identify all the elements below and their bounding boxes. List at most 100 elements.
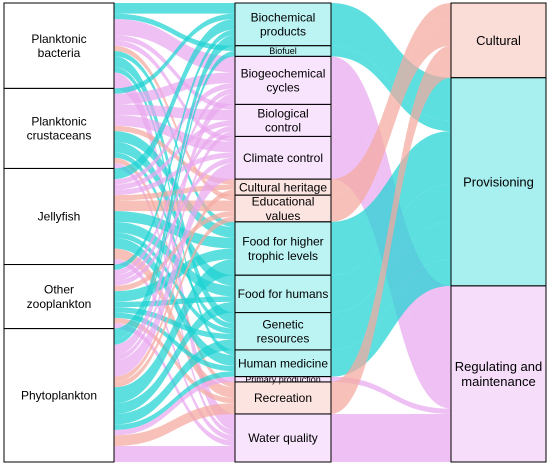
flow-crustaceans-biogeo: [114, 72, 235, 105]
node-provisioning: Provisioning: [450, 77, 547, 287]
node-foodhuman: Food for humans: [234, 274, 332, 314]
flow-bacteria-biofuel: [114, 13, 235, 52]
node-box-cultural: [450, 2, 547, 79]
flow-crustaceans-genetic: [114, 152, 235, 329]
flow-phyto-edu: [114, 216, 235, 388]
flow-jellyfish-climate: [114, 152, 235, 196]
node-box-recreation: [234, 381, 332, 415]
flow-foodhuman-provisioning: [331, 184, 451, 313]
flow-bacteria-edu: [114, 45, 235, 201]
flows-organism-to-service: [114, 3, 235, 462]
flow-crustaceans-biochem: [114, 13, 235, 94]
flow-recreation-cultural: [331, 45, 451, 414]
flow-other-edu: [114, 211, 235, 292]
flow-edu-cultural: [331, 19, 451, 222]
node-box-climate: [234, 135, 332, 180]
node-box-medicine: [234, 349, 332, 378]
flow-jellyfish-biogeo: [114, 83, 235, 185]
node-box-biocontrol: [234, 103, 332, 137]
flow-other-biocontrol: [114, 125, 235, 281]
node-box-water: [234, 413, 332, 463]
flow-crustaceans-foodhuman: [114, 141, 235, 286]
flow-jellyfish-edu: [114, 200, 235, 212]
node-label-cultural: Cultural: [476, 33, 521, 48]
node-box-regulating: [450, 285, 547, 463]
flow-phyto-climate: [114, 163, 235, 377]
node-water: Water quality: [234, 413, 332, 463]
node-box-provisioning: [450, 77, 547, 287]
flow-phyto-water: [114, 445, 235, 462]
node-label-phyto: Phytoplankton: [21, 388, 97, 402]
node-jellyfish: Jellyfish: [3, 167, 115, 266]
node-label-climate: Climate control: [243, 151, 323, 165]
node-label-primary: Primary production: [245, 374, 321, 384]
flow-phyto-genetic: [114, 339, 235, 425]
node-box-edu: [234, 194, 332, 223]
flow-genetic-provisioning: [331, 221, 451, 350]
node-climate: Climate control: [234, 135, 332, 180]
flow-bacteria-biocontrol: [114, 35, 235, 110]
node-label-provisioning: Provisioning: [463, 174, 534, 189]
flow-biofuel-provisioning: [331, 45, 451, 132]
node-label-foodhuman: Food for humans: [238, 287, 329, 301]
node-heritage: Cultural heritage: [234, 178, 332, 196]
flow-jellyfish-water: [114, 259, 235, 441]
flow-phyto-biocontrol: [114, 131, 235, 361]
flow-jellyfish-biochem: [114, 19, 235, 180]
node-recreation: Recreation: [234, 381, 332, 415]
flow-bacteria-biochem: [114, 3, 235, 14]
flow-phyto-foodhigher: [114, 259, 235, 404]
flow-crustaceans-biocontrol: [114, 104, 235, 121]
node-box-foodhuman: [234, 274, 332, 314]
node-box-genetic: [234, 312, 332, 351]
node-cultural: Cultural: [450, 2, 547, 79]
node-phyto: Phytoplankton: [3, 328, 115, 463]
flow-phyto-foodhuman: [114, 301, 235, 414]
flows-service-to-category: [331, 3, 451, 462]
flow-heritage-cultural: [331, 3, 451, 196]
node-box-foodhigher: [234, 221, 332, 276]
node-box-biogeo: [234, 55, 332, 105]
node-box-biochem: [234, 2, 332, 47]
flow-other-medicine: [114, 312, 235, 372]
flow-water-regulating: [331, 413, 451, 462]
flow-other-biochem: [114, 29, 235, 270]
flow-foodhigher-provisioning: [331, 131, 451, 276]
flow-jellyfish-biocontrol: [114, 120, 235, 190]
node-label-medicine: Human medicine: [238, 356, 328, 370]
flow-phyto-biochem: [114, 35, 235, 340]
node-label-recreation: Recreation: [254, 391, 312, 405]
node-box-phyto: [3, 328, 115, 463]
flow-phyto-heritage: [114, 189, 235, 382]
flow-phyto-primary: [114, 376, 235, 436]
node-label-water: Water quality: [248, 431, 318, 445]
node-medicine: Human medicine: [234, 349, 332, 378]
flow-phyto-medicine: [114, 371, 235, 430]
flow-primary-regulating: [331, 376, 451, 414]
node-biofuel: Biofuel: [234, 45, 332, 57]
flow-phyto-biogeo: [114, 93, 235, 356]
flow-phyto-biofuel: [114, 51, 235, 345]
